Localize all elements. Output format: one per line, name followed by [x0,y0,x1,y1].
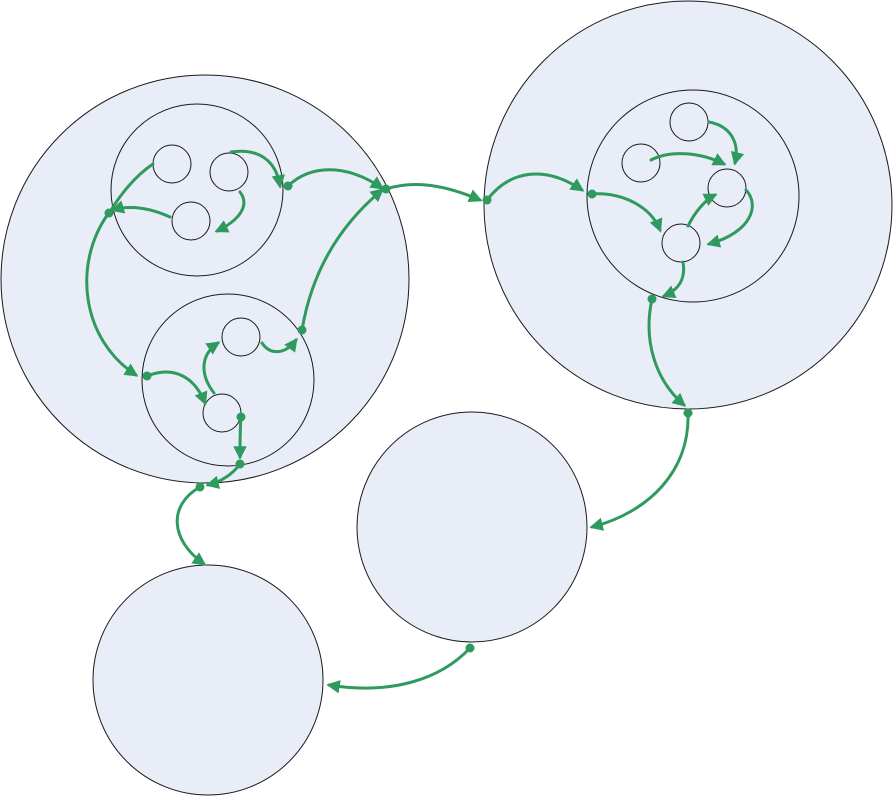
arrow-lb-node-to-outer [300,188,385,332]
node-dot [482,195,492,205]
mid-circle-left-top [110,103,284,277]
outer-circle-middle [356,411,588,643]
arrow-lt-small2-to-mid [229,149,286,189]
mid-circle-left-bottom [141,293,315,467]
arrow-right-to-middle [589,411,690,531]
small-circle-lb-1 [221,317,261,357]
node-dot [683,408,693,418]
arrow-lb-node-to-small2 [145,370,208,406]
arrow-r-node-to-mid [485,172,585,202]
arrow-lt-small3-to-node [110,200,172,219]
arrow-lt-small2-to-small3 [214,190,246,233]
arrow-r-small4-to-node [661,260,686,298]
arrow-r-node-to-outer [647,297,687,407]
arrow-r-small1-to-small3 [707,120,745,166]
node-dot [195,482,205,492]
node-dot [381,184,391,194]
arrow-r-small2-to-small3 [649,152,727,166]
arrow-r-small4-to-small3 [686,193,718,228]
arrow-lt-small1-line [108,162,155,214]
node-dot [297,325,307,335]
small-circle-r-3 [707,168,747,208]
arrow-left-to-bottom-circle [175,485,207,566]
small-circle-lt-1 [152,144,192,184]
arrow-lt-node-to-lb [85,212,139,377]
arrow-r-node-to-small4 [590,192,663,233]
small-circle-lt-3 [171,201,211,241]
arrow-lb-small1-to-node [260,337,298,354]
node-dot [236,412,246,422]
node-dot [235,459,245,469]
small-circle-lb-2 [202,393,242,433]
arrow-left-to-right-outer [384,183,483,202]
arrow-lt-mid-to-outer-node [286,168,385,190]
small-circle-r-2 [621,143,661,183]
outer-circle-bottom-left [92,564,324,796]
node-dot [283,181,293,191]
small-circle-r-1 [669,102,709,142]
arrow-r-small3-to-small4 [706,188,754,248]
node-dot [104,208,114,218]
small-circle-r-4 [661,223,701,263]
arrow-middle-to-bottom-left [326,646,472,694]
node-dot [647,294,657,304]
mid-circle-right [586,89,800,303]
node-dot [142,371,152,381]
small-circle-lt-2 [209,152,249,192]
node-dot [465,643,475,653]
arrow-lb-small2-down [233,415,247,460]
arrow-lb-small2-to-small1 [202,341,221,395]
node-dot [587,189,597,199]
